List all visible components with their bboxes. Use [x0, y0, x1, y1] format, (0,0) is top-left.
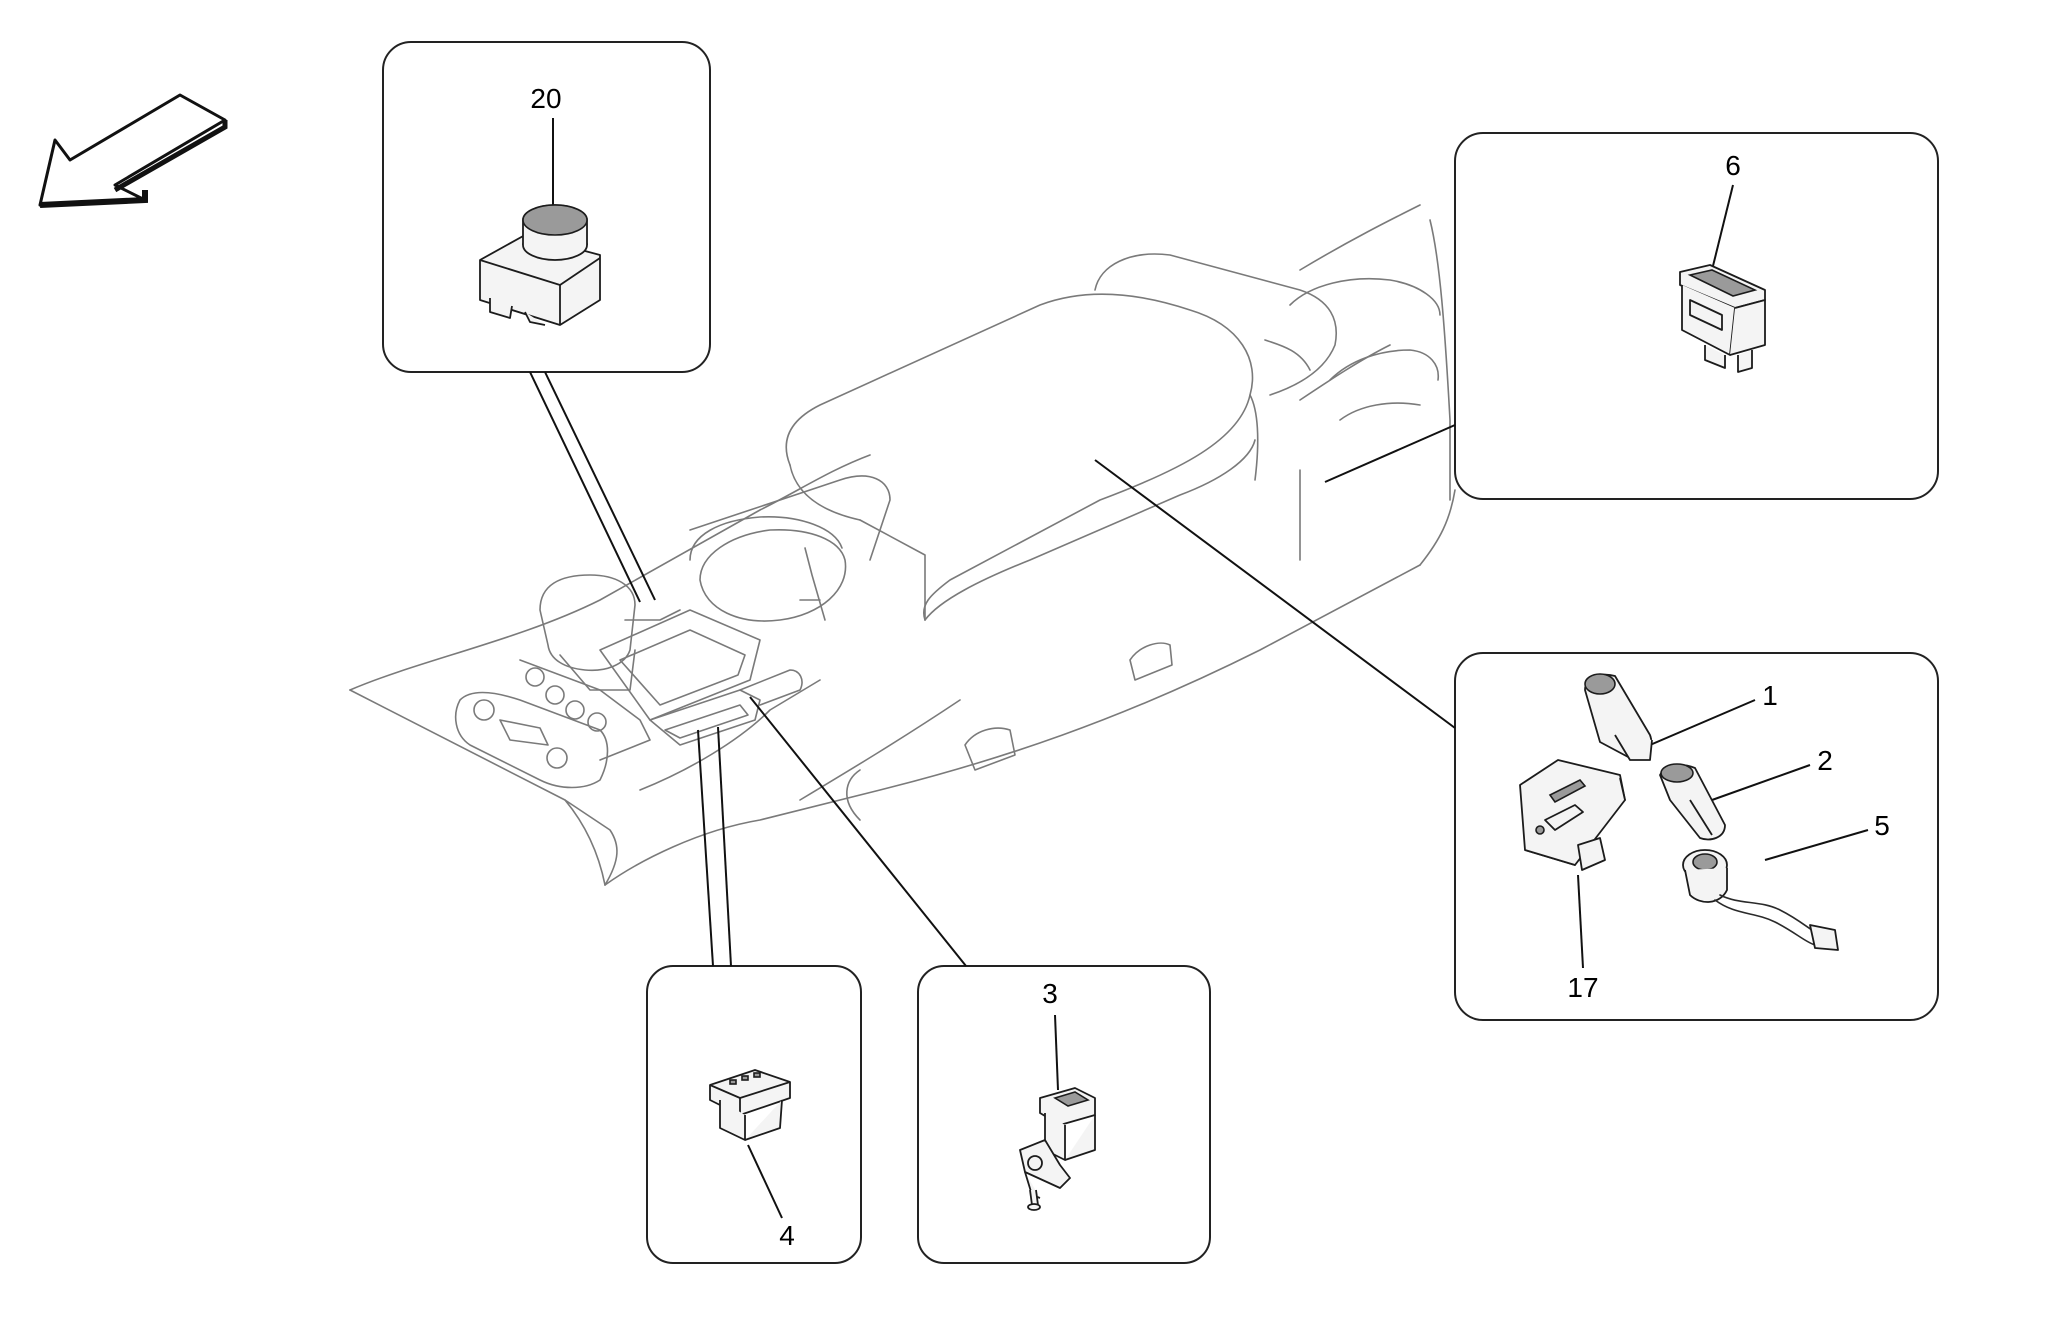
callout-box-20: 20 [382, 41, 711, 603]
callout-label-6: 6 [1725, 150, 1741, 181]
switch-bracket-part-icon [1019, 1087, 1096, 1211]
callout-box-1-2-5-17: 1 2 5 17 [1094, 459, 1939, 1021]
callout-box-6: 6 [1324, 132, 1939, 500]
center-console-outline [349, 204, 1456, 886]
rotary-controller-part-icon [479, 204, 601, 326]
callout-label-5: 5 [1874, 810, 1890, 841]
socket-harness-part-icon [1682, 849, 1839, 951]
callout-label-1: 1 [1762, 680, 1778, 711]
direction-arrow-icon [38, 93, 228, 208]
lighter-socket-part-icon [1659, 763, 1726, 841]
callout-label-17: 17 [1567, 972, 1598, 1003]
callout-label-20: 20 [530, 83, 561, 114]
callout-label-3: 3 [1042, 978, 1058, 1009]
callout-box-3: 3 [749, 696, 1211, 1264]
cigar-lighter-part-icon [1584, 673, 1653, 761]
usb-port-part-icon [1679, 264, 1766, 373]
callout-label-2: 2 [1817, 745, 1833, 776]
media-hub-part-icon [1519, 759, 1626, 871]
callout-box-4: 4 [646, 726, 862, 1264]
callout-label-4: 4 [779, 1220, 795, 1251]
switch-panel-part-icon [709, 1069, 791, 1141]
